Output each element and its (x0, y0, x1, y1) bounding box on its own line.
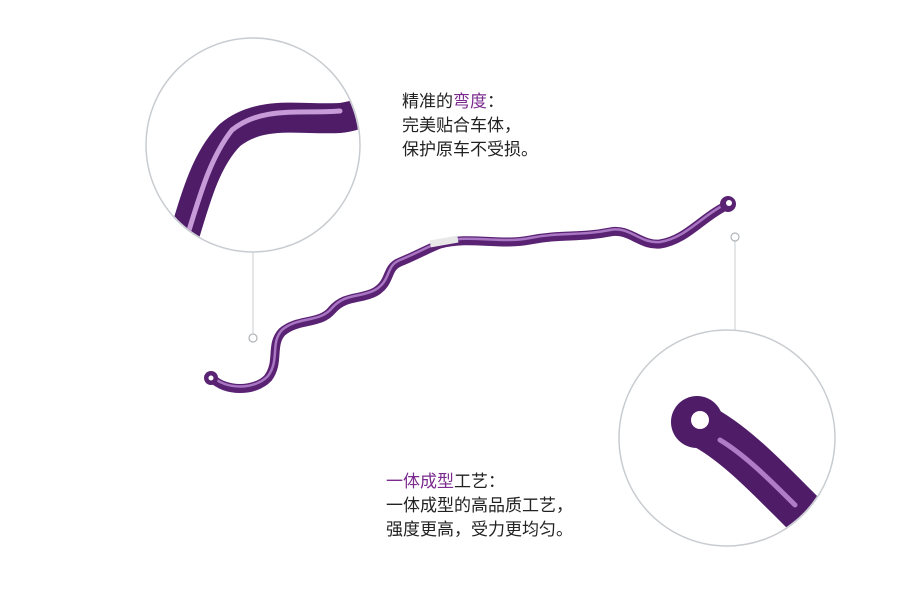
forming-caption-line: 强度更高，受力更均匀。 (386, 520, 573, 540)
forming-caption-title: 一体成型工艺： (386, 472, 505, 492)
bend-detail-circle (145, 37, 361, 343)
bend-caption: 精准的弯度： 完美贴合车体， 保护原车不受损。 (402, 90, 538, 162)
bend-highlight: 弯度 (453, 92, 487, 112)
stabilizer-bar (204, 196, 736, 393)
bend-caption-title: 精准的弯度： (402, 92, 504, 112)
bend-caption-line: 保护原车不受损。 (402, 140, 538, 160)
forming-highlight: 一体成型 (386, 472, 454, 492)
forming-caption-line: 一体成型的高品质工艺， (386, 496, 573, 516)
end-detail-circle (618, 232, 836, 547)
bend-caption-line: 完美贴合车体， (402, 116, 521, 136)
forming-caption: 一体成型工艺： 一体成型的高品质工艺， 强度更高，受力更均匀。 (386, 470, 573, 542)
